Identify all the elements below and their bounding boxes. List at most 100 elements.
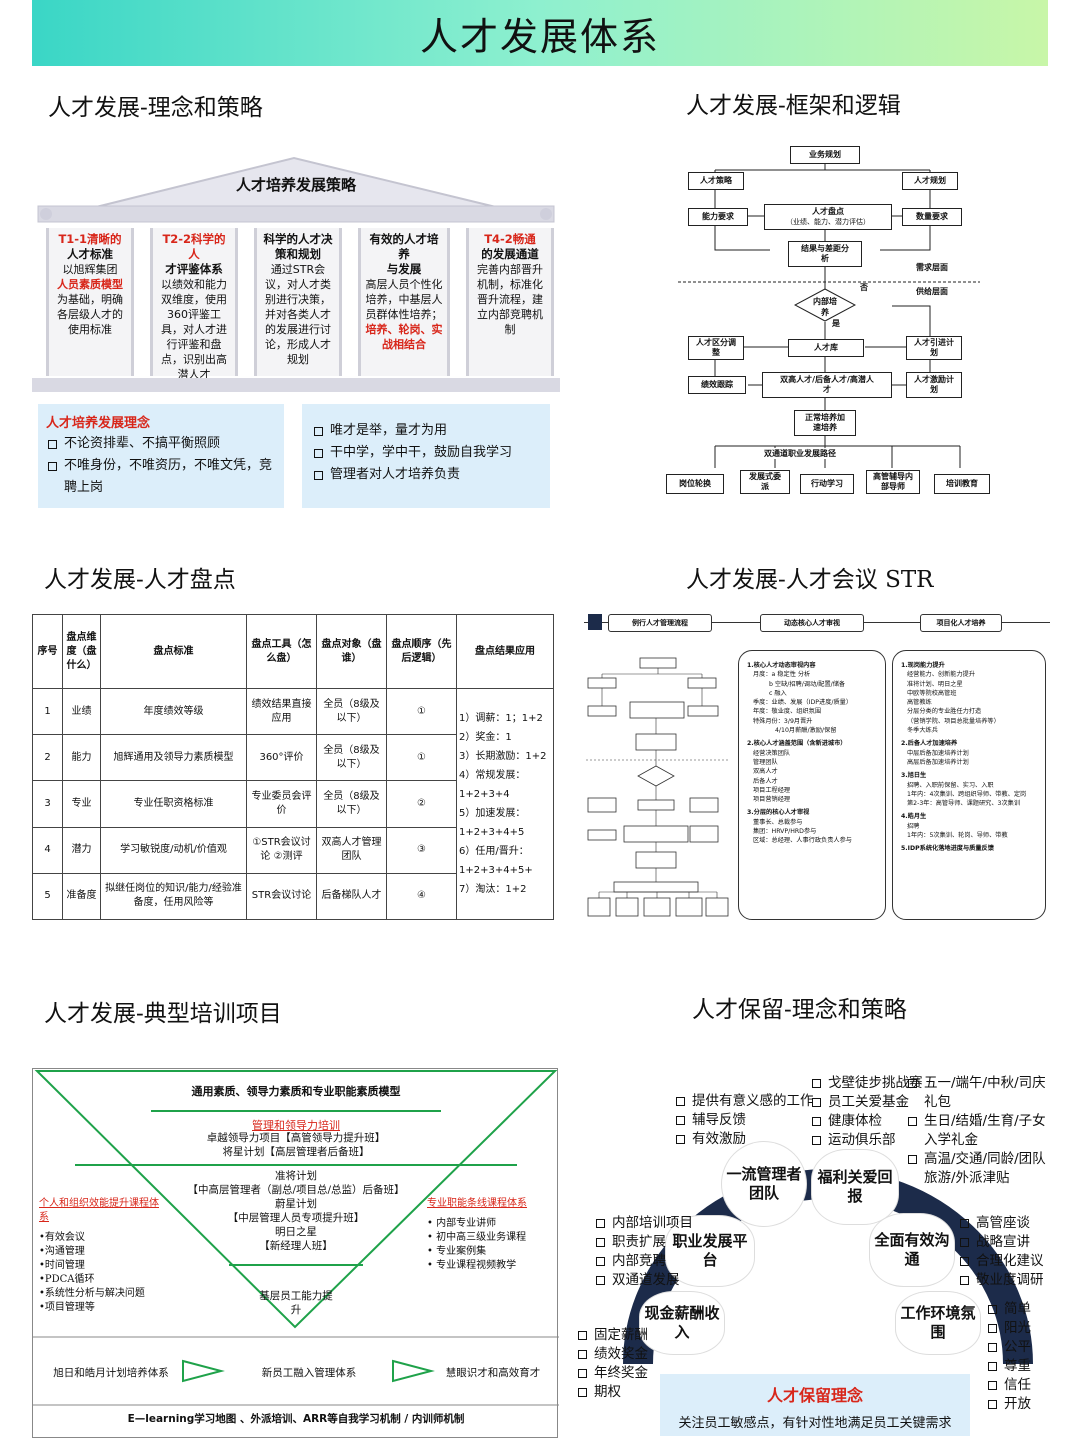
program-label: 将星计划【高层管理者后备班】 bbox=[222, 1146, 370, 1158]
flow-normal: 正常培养加速培养 bbox=[794, 410, 856, 436]
flow-supply-label: 供给层面 bbox=[916, 287, 948, 296]
text-label: •系统性分析与解决问题 bbox=[39, 1288, 145, 1299]
flow-yes: 是 bbox=[832, 319, 840, 328]
text-label: 业绩 bbox=[62, 687, 101, 736]
text-label: 集团：HRVP/HRD参与 bbox=[753, 828, 817, 836]
pillar-4: 有效的人才培养与发展 高层人员个性化培养，中基层人员群体性培养；培养、轮岗、实战… bbox=[358, 228, 450, 376]
table-header: 盘点维度（盘什么） bbox=[62, 614, 101, 689]
pillar-5-text: 完善内部晋升机制，标准化晋升流程，建立内部竞聘机制 bbox=[477, 263, 543, 336]
inventory-table: 序号 盘点维度（盘什么） 盘点标准 盘点工具（怎么盘） 盘点对象（盘谁） 盘点顺… bbox=[32, 614, 554, 921]
pillar-3-heading-2: 策和规划 bbox=[275, 247, 321, 261]
training-middle-programs: 准将计划【中高层管理者（副总/项目总/总监）后备班】蔚星计划【中层管理人员专项提… bbox=[33, 1169, 559, 1253]
text-label: 季度：业绩、发展（IDP进度/质量） bbox=[753, 699, 853, 707]
concept-panel-right: 唯才是举，量才为用干中学，学中干，鼓励自我学习管理者对人才培养负责 bbox=[302, 404, 550, 508]
text-label: 6）任用/晋升：1+2+3+4+5+ bbox=[459, 846, 533, 876]
text-label: 辅导反馈 bbox=[676, 1111, 814, 1130]
training-row-2: 新员工融入管理体系 bbox=[261, 1367, 357, 1379]
program-label: 准将计划 bbox=[275, 1170, 317, 1182]
text-label: 经营能力、创新能力提升 bbox=[907, 671, 976, 679]
section-title-training: 人才发展-典型培训项目 bbox=[44, 1001, 282, 1027]
pillar-5: T4-2畅通的发展通道 完善内部晋升机制，标准化晋升流程，建立内部竞聘机制 bbox=[466, 228, 554, 376]
retention-concept-panel: 人才保留理念 关注员工敏感点，有针对性地满足员工关键需求 bbox=[660, 1374, 970, 1436]
text-label: 4）常规发展：1+2+3+4 bbox=[459, 770, 526, 800]
flow-decision bbox=[794, 288, 856, 322]
flow-gap: 结果与差距分析 bbox=[788, 241, 862, 267]
concept-title: 人才培养发展理念 bbox=[46, 416, 151, 431]
text-label: •有效会议 bbox=[39, 1232, 85, 1243]
text-label: 后备人才 bbox=[753, 777, 778, 785]
text-label: 高层后备加速培养计划 bbox=[907, 758, 969, 766]
text-label: 双高人才管理团队 bbox=[316, 826, 387, 874]
text-label: ①STR会议讨论 ②测评 bbox=[246, 826, 317, 874]
training-base: 基层员工能力提升 bbox=[259, 1290, 333, 1316]
left-column-title: 个人和组织效能提升课程体系 bbox=[39, 1198, 159, 1223]
text-label: 高管座谈 bbox=[960, 1214, 1044, 1233]
text-label: 4/10月薪酬/激励/保留 bbox=[775, 727, 837, 735]
training-right-column: 专业职能条线课程体系 • 内部专业讲师• 初中高三级业务课程• 专业案例集• 专… bbox=[427, 1197, 557, 1273]
temple-base bbox=[32, 378, 560, 392]
text-label: 招聘、入职前保留、实习、入职 bbox=[907, 781, 994, 789]
right-column-title: 专业职能条线课程体系 bbox=[427, 1198, 527, 1209]
flow-no: 否 bbox=[860, 283, 868, 292]
retention-diagram: 一流管理者团队 福利关爱回报 职业发展平台 全面有效沟通 现金薪酬收入 工作环境… bbox=[572, 1066, 1072, 1438]
node-environment: 工作环境氛围 bbox=[896, 1292, 980, 1354]
text-label: 阳光 bbox=[988, 1319, 1031, 1338]
training-left-column: 个人和组织效能提升课程体系 •有效会议•沟通管理•时间管理•PDCA循环•系统性… bbox=[39, 1197, 159, 1315]
text-label: STR会议讨论 bbox=[246, 872, 317, 921]
training-top: 通用素质、领导力素质和专业职能素质模型 bbox=[191, 1085, 401, 1098]
text-label: 1）调薪：1；1+2 bbox=[459, 713, 543, 724]
text-label: 戈壁徒步挑战赛 bbox=[812, 1074, 923, 1093]
group-career: 内部培训项目职责扩展内部竞聘双通道发展 bbox=[596, 1214, 693, 1290]
text-label: 尊重 bbox=[988, 1357, 1031, 1376]
text-label: 4.皓月生 bbox=[901, 813, 927, 821]
retention-concept-title: 人才保留理念 bbox=[766, 1386, 863, 1405]
text-label: • 内部专业讲师 bbox=[427, 1218, 497, 1229]
str-tab-3: 项目化人才培养 bbox=[920, 614, 1002, 632]
flow-bottom-4: 高管辅导内部导师 bbox=[866, 470, 920, 494]
flow-inventory-sub: （业绩、能力、潜力评估） bbox=[786, 218, 870, 226]
page-banner: 人才发展体系 bbox=[32, 0, 1048, 66]
text-label: 绩效结果直接应用 bbox=[246, 687, 317, 736]
text-label: 生日/结婚/生育/子女入学礼金 bbox=[908, 1112, 1048, 1150]
str-tab-2: 动态核心人才审视 bbox=[760, 614, 864, 632]
training-triangles bbox=[33, 1070, 559, 1406]
training-upper-programs: 卓越领导力项目【高管领导力提升班】将星计划【高层管理者后备班】 bbox=[33, 1131, 559, 1159]
group-welfare: 戈壁徒步挑战赛员工关爱基金健康体检运动俱乐部 bbox=[812, 1074, 923, 1150]
program-label: 蔚星计划 bbox=[275, 1198, 317, 1210]
program-label: 【中高层管理者（副总/项目总/总监）后备班】 bbox=[187, 1184, 405, 1196]
text-label: 第2-3年：高管导师、课题研究、3次集训 bbox=[907, 800, 1021, 808]
text-label: •时间管理 bbox=[39, 1260, 85, 1271]
text-label: 3 bbox=[32, 780, 63, 828]
text-label: 战略宣讲 bbox=[960, 1233, 1044, 1252]
pillar-4-text: 高层人员个性化培养，中基层人员群体性培养； bbox=[365, 278, 443, 321]
flow-dual: 双高人才/后备人才/高潜人才 bbox=[762, 372, 892, 398]
table-header: 盘点结果应用 bbox=[456, 614, 554, 689]
flow-incent: 人才激励计划 bbox=[906, 372, 962, 398]
text-label: •沟通管理 bbox=[39, 1246, 85, 1257]
pillar-1-heading: T1-1清晰的 bbox=[58, 232, 122, 246]
flow-biz-plan: 业务规划 bbox=[790, 146, 860, 164]
text-label: ① bbox=[386, 687, 457, 736]
pillar-3-text: 通过STR会议，对人才类别进行决策，并对各类人才的发展进行讨论，形成人才规划 bbox=[265, 263, 331, 366]
concept-item: 干中学，学中干，鼓励自我学习 bbox=[312, 442, 540, 464]
node-mgmt-team: 一流管理者团队 bbox=[722, 1142, 806, 1226]
text-label: 绩效奖金 bbox=[578, 1345, 648, 1364]
text-label: 360°评价 bbox=[246, 734, 317, 782]
pillar-1-heading-2: 人才标准 bbox=[67, 247, 113, 261]
text-label: 简单 bbox=[988, 1300, 1031, 1319]
program-label: 卓越领导力项目【高管领导力提升班】 bbox=[206, 1132, 386, 1144]
str-diagram: 例行人才管理流程 动态核心人才审视 项目化人才培养 1.核心人才动态审视内容月度… bbox=[584, 612, 1050, 926]
pillar-2-heading: T2-2科学的人 bbox=[162, 232, 226, 261]
text-label: 员工关爱基金 bbox=[812, 1093, 923, 1112]
text-label: ③ bbox=[386, 826, 457, 874]
training-mgmt-title: 管理和领导力培训 bbox=[252, 1119, 340, 1132]
text-label: 专业任职资格标准 bbox=[100, 780, 247, 828]
flow-bottom-5: 培训教育 bbox=[934, 474, 990, 494]
temple-roof-label: 人才培养发展策略 bbox=[235, 176, 356, 194]
text-label: 旭辉通用及领导力素质模型 bbox=[100, 734, 247, 782]
str-tab-1: 例行人才管理流程 bbox=[608, 614, 712, 632]
flow-classify: 人才区分调整 bbox=[688, 336, 744, 360]
